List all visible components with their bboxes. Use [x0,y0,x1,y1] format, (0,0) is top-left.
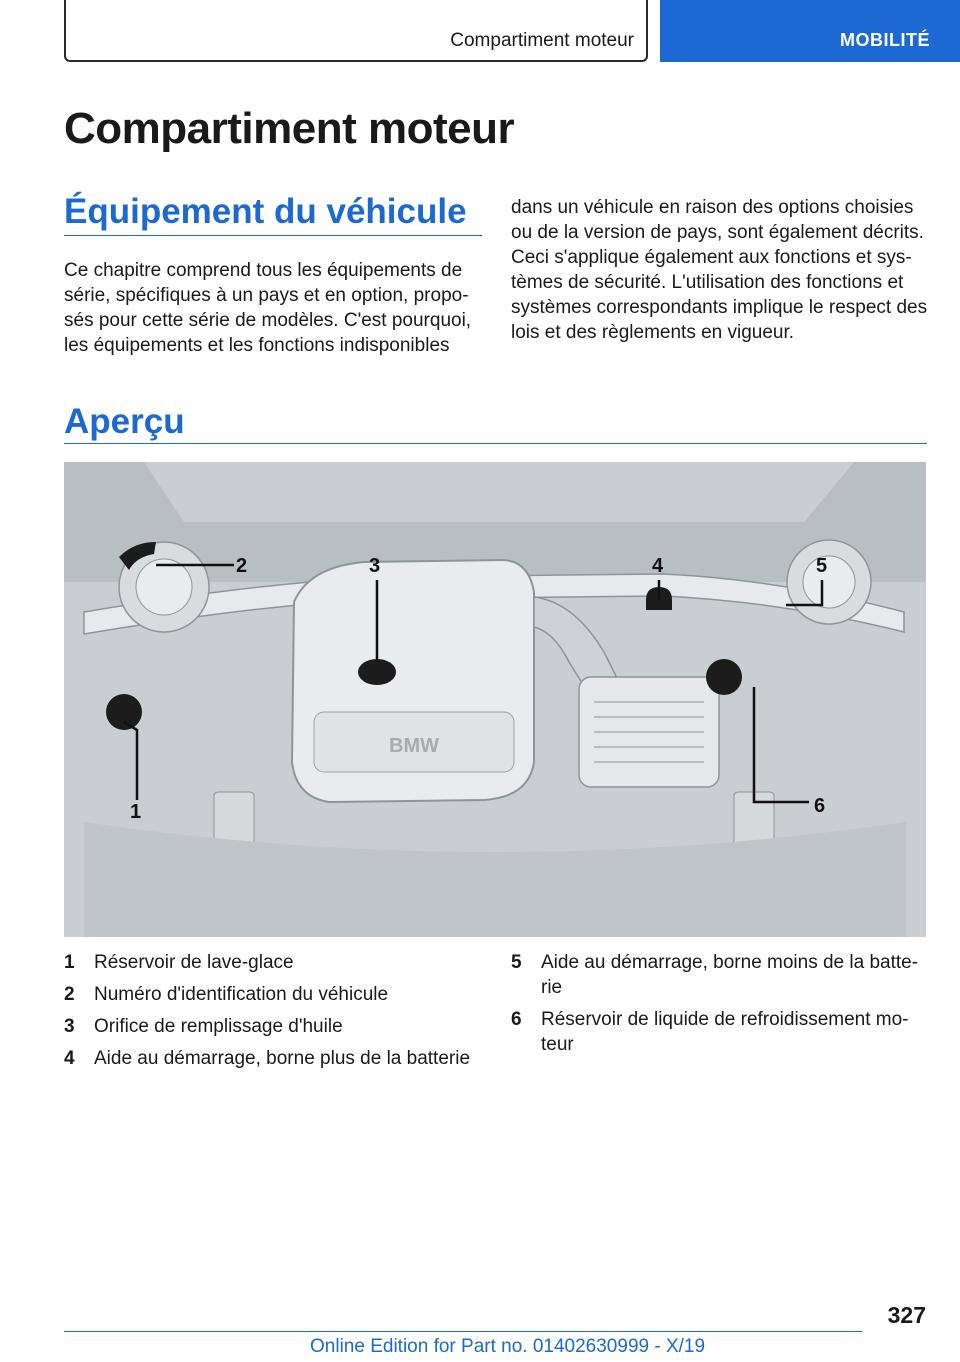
equipment-text-col2: dans un véhicule en raison des options c… [511,197,928,343]
callout-3: 3 [369,555,380,577]
legend-text: Réservoir de liquide de refroidissement … [541,1009,909,1055]
callout-4: 4 [652,555,664,577]
legend-item: 3 Orifice de remplissage d'huile [64,1014,484,1039]
legend-text: Numéro d'identification du véhicule [94,984,389,1005]
engine-compartment-figure: BMW [64,462,926,937]
callout-5: 5 [816,555,827,577]
header-chapter-title: Compartiment moteur [450,30,634,51]
page-title: Compartiment moteur [64,104,515,153]
callout-2: 2 [236,555,247,577]
legend-number: 6 [511,1009,522,1030]
legend-number: 2 [64,984,75,1005]
footer-edition: Online Edition for Part no. 01402630999 … [310,1336,706,1357]
legend-number: 1 [64,952,75,973]
callout-1: 1 [130,801,141,823]
legend-item: 4 Aide au démarrage, borne plus de la bat… [64,1046,484,1071]
legend-item: 6 Réservoir de liquide de refroidissement… [511,1007,931,1057]
callout-6: 6 [814,795,825,817]
legend-text: Orifice de remplissage d'huile [94,1016,343,1037]
legend-list-left: 1 Réservoir de lave-glace 2 Numéro d'ident… [64,950,484,1078]
overview-heading-rule [64,443,927,444]
legend-list-right: 5 Aide au démarrage, borne moins de la ba… [511,950,931,1064]
page-number: 327 [887,1302,926,1328]
footer-rule [64,1331,862,1332]
legend-number: 5 [511,952,522,973]
legend-item: 5 Aide au démarrage, borne moins de la ba… [511,950,931,1000]
header-section-tab: MOBILITÉ [660,0,960,62]
header-section-label: MOBILITÉ [840,30,930,50]
legend-text: Aide au démarrage, borne moins de la bat… [541,952,919,998]
engine-logo: BMW [389,735,439,757]
equipment-heading-rule [64,235,482,236]
legend-text: Réservoir de lave-glace [94,952,294,973]
legend-text: Aide au démarrage, borne plus de la batt… [94,1048,471,1069]
legend-item: 2 Numéro d'identification du véhicule [64,982,484,1007]
equipment-heading: Équipement du véhicule [64,192,467,231]
equipment-text-col1: Ce chapitre comprend tous les équipement… [64,260,472,356]
legend-number: 3 [64,1016,75,1037]
engine-compartment-illustration: BMW [64,462,926,937]
legend-number: 4 [64,1048,75,1069]
header-chapter-box: Compartiment moteur [64,0,648,62]
legend-item: 1 Réservoir de lave-glace [64,950,484,975]
overview-heading: Aperçu [64,402,185,441]
